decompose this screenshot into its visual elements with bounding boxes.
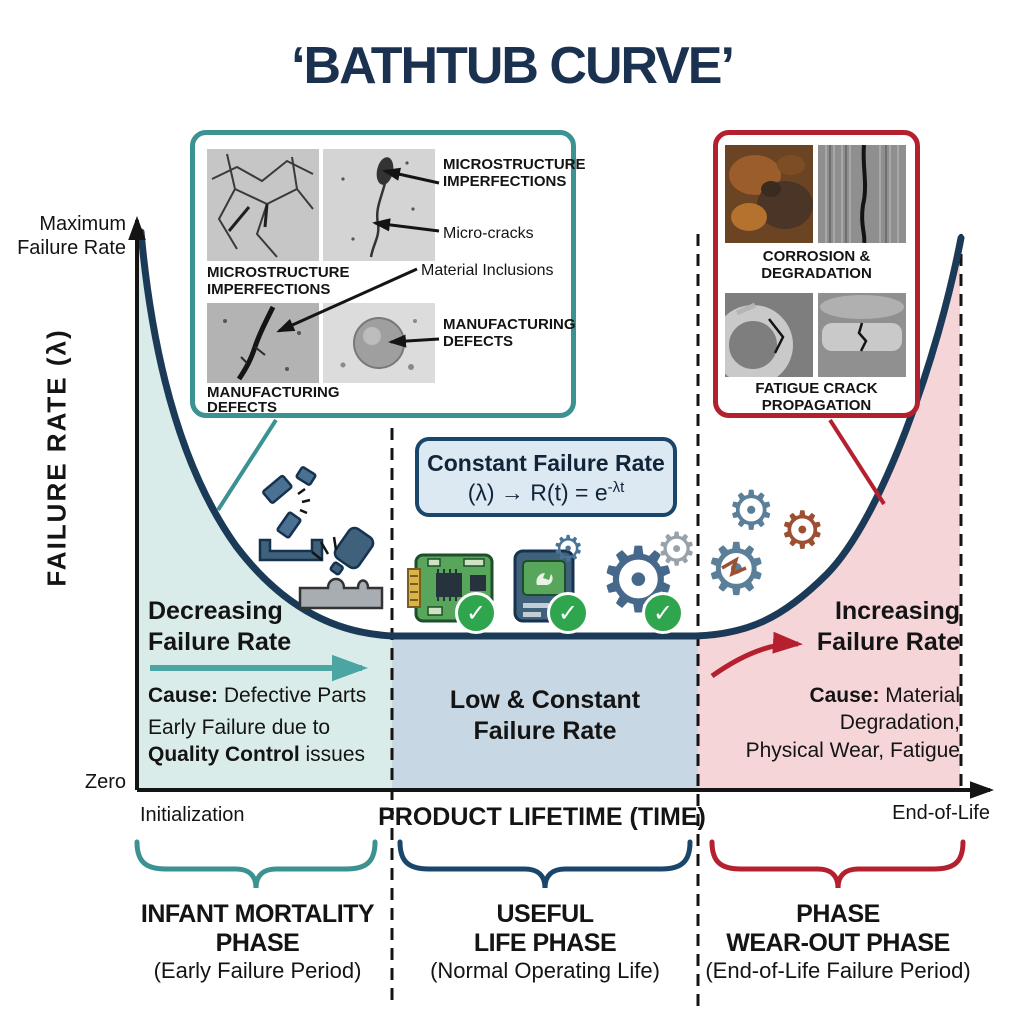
- check-glyph: ✓: [652, 599, 674, 627]
- microstructure-imperfections-label: MICROSTRUCTURE IMPERFECTIONS: [443, 156, 586, 190]
- phase-name: INFANT MORTALITY PHASE: [140, 900, 375, 957]
- gear-crack-overlay: [721, 556, 747, 578]
- bathtub-curve-line: [137, 228, 965, 640]
- increasing-failure-rate-label: Increasing Failure Rate: [816, 597, 960, 656]
- check-icon: ✓: [547, 592, 589, 634]
- formula-expression: (λ) → R(t) = e-λt: [419, 479, 673, 507]
- broken-gear-icon: ⚙: [704, 530, 769, 610]
- wearout-inset-box: CORROSION & DEGRADATION FATIGUE CRACK PR…: [713, 130, 920, 418]
- gear-icon: ⚙: [656, 523, 698, 575]
- note-bold: Quality Control: [148, 743, 300, 767]
- phase-wearout: PHASE WEAR-OUT PHASE (End-of-Life Failur…: [692, 900, 984, 984]
- phase-subtitle: (Early Failure Period): [153, 958, 362, 983]
- decreasing-failure-rate-label: Decreasing Failure Rate: [148, 597, 292, 656]
- infant-cause-text: Cause: Defective Parts: [148, 682, 398, 709]
- phase-useful: USEFUL LIFE PHASE (Normal Operating Life…: [405, 900, 685, 984]
- defects-callout-arrows: [276, 167, 440, 348]
- defects-inset-box: MICROSTRUCTURE IMPERFECTIONS Micro-crack…: [190, 130, 586, 418]
- low-constant-failure-rate-label: Low & Constant Failure Rate: [449, 686, 641, 745]
- formula-body: (λ) → R(t) = e: [467, 479, 608, 506]
- phase-infant: INFANT MORTALITY PHASE (Early Failure Pe…: [120, 900, 395, 984]
- void-defect-image: [323, 303, 435, 383]
- y-axis-max-label: Maximum Failure Rate: [17, 213, 126, 260]
- phase-subtitle: (End-of-Life Failure Period): [705, 958, 971, 983]
- cause-word: Cause:: [148, 684, 219, 707]
- x-axis-title: PRODUCT LIFETIME (TIME): [378, 803, 706, 831]
- microstructure-grain-image: [207, 149, 319, 261]
- useful-brace: [397, 839, 693, 889]
- check-glyph: ✓: [557, 599, 579, 627]
- cause-value: Defective Parts: [218, 684, 367, 707]
- worn-gear-icon: ⚙: [727, 481, 776, 541]
- defective-parts-icon: [258, 466, 384, 610]
- wearout-cause-text: Cause: Material Degradation, Physical We…: [708, 682, 960, 764]
- rusty-gear-icon: ⚙: [779, 502, 826, 560]
- gear-icon: ⚙: [552, 528, 585, 569]
- increasing-arrow: [710, 631, 803, 679]
- check-icon: ✓: [455, 592, 497, 634]
- check-icon: ✓: [642, 592, 684, 634]
- page-title: ‘BATHTUB CURVE’: [291, 37, 735, 95]
- manufacturing-defects-label: MANUFACTURING DEFECTS: [443, 316, 576, 350]
- phase-name: USEFUL LIFE PHASE: [473, 900, 617, 957]
- micro-cracks-label: Micro-cracks: [443, 225, 534, 242]
- material-inclusions-label: Material Inclusions: [421, 262, 554, 279]
- micro-crack-image: [323, 149, 435, 261]
- wear-box-connector: [828, 418, 886, 506]
- corrosion-degradation-label: CORROSION & DEGRADATION: [761, 248, 872, 282]
- infant-region-fill: [139, 236, 392, 788]
- manufacturing-caption: MANUFACTURING DEFECTS: [207, 384, 340, 416]
- note-start: Early Failure due to: [148, 716, 331, 739]
- formula-title: Constant Failure Rate: [427, 450, 665, 476]
- degradation-layer-image: [818, 145, 906, 243]
- infant-note-text: Early Failure due to Quality Control iss…: [148, 714, 398, 769]
- formula-box: Constant Failure Rate (λ) → R(t) = e-λt: [415, 437, 677, 517]
- microstructure-caption: MICROSTRUCTURE IMPERFECTIONS: [207, 264, 350, 298]
- phase-subtitle: (Normal Operating Life): [430, 958, 660, 983]
- inclusion-crack-image: [207, 303, 319, 383]
- check-glyph: ✓: [465, 599, 487, 627]
- note-end: issues: [299, 743, 366, 767]
- fatigue-bar-image: [818, 293, 906, 377]
- cause-value: Material Degradation, Physical Wear, Fat…: [745, 684, 960, 762]
- corrosion-rust-image: [725, 145, 813, 243]
- infant-brace: [134, 839, 378, 889]
- fatigue-crack-label: FATIGUE CRACK PROPAGATION: [755, 380, 878, 414]
- wearout-brace: [709, 839, 966, 889]
- cause-word: Cause:: [809, 684, 880, 707]
- phase-name: PHASE WEAR-OUT PHASE: [726, 900, 950, 957]
- defects-box-connector: [216, 418, 278, 512]
- fatigue-ring-image: [725, 293, 813, 377]
- y-axis-title: FAILURE RATE (λ): [41, 328, 72, 587]
- useful-region-fill: [392, 636, 698, 788]
- formula-exponent: -λt: [607, 479, 625, 496]
- x-axis-end-label: End-of-Life: [892, 802, 990, 824]
- y-axis-zero-label: Zero: [84, 771, 126, 793]
- x-axis-start-label: Initialization: [140, 804, 245, 826]
